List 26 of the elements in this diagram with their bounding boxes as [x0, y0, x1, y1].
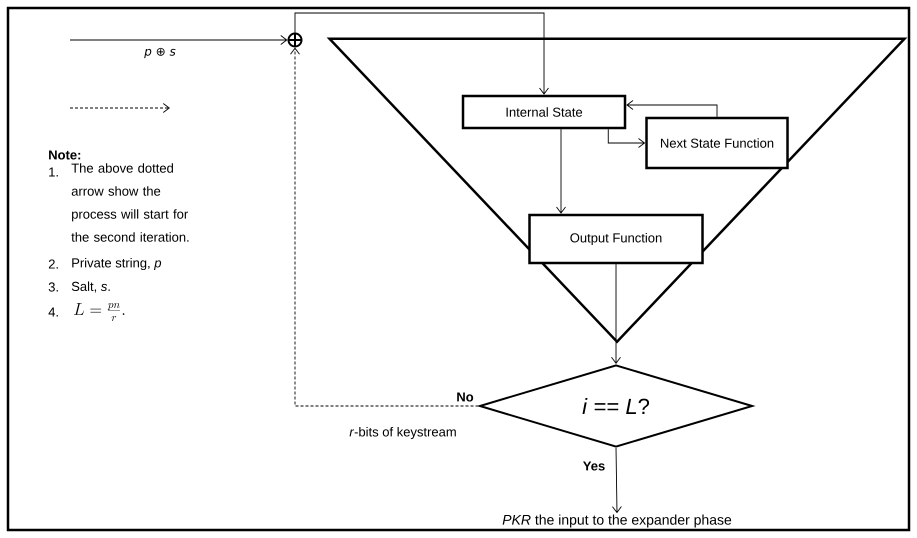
- note-heading: Note:: [49, 150, 80, 160]
- process-box: Next State Function: [645, 116, 789, 170]
- note-text: Private string, p: [72, 258, 162, 270]
- edge-label: Yes: [583, 461, 605, 471]
- arrow: [290, 48, 479, 406]
- list-number: 4.: [48, 308, 58, 316]
- arrow: [70, 35, 288, 45]
- keystream-label: r-bits of keystream: [350, 426, 456, 440]
- process-box: Output Function: [528, 214, 704, 264]
- arrow: [294, 12, 549, 95]
- note-text: The above dotted arrow show the process will start for the second iteration.: [71, 163, 189, 242]
- formula: $L = \frac{pn}{r}.$: [74, 303, 124, 322]
- list-number: 1.: [49, 168, 58, 176]
- arrow: [626, 100, 718, 118]
- list-number: 3.: [48, 282, 58, 292]
- list-number: 2.: [48, 259, 58, 269]
- arrow: [611, 264, 621, 364]
- arrow: [612, 448, 622, 514]
- process-box: Internal State: [462, 94, 626, 130]
- xor-symbol: [288, 32, 302, 48]
- arrow: [556, 128, 566, 214]
- edge-label: p ⊕ s: [144, 48, 176, 58]
- note-text: Salt, s.: [72, 281, 110, 293]
- edge-label: No: [457, 392, 474, 402]
- output-text: PKR the input to the expander phase: [502, 514, 732, 528]
- arrow: [608, 128, 646, 148]
